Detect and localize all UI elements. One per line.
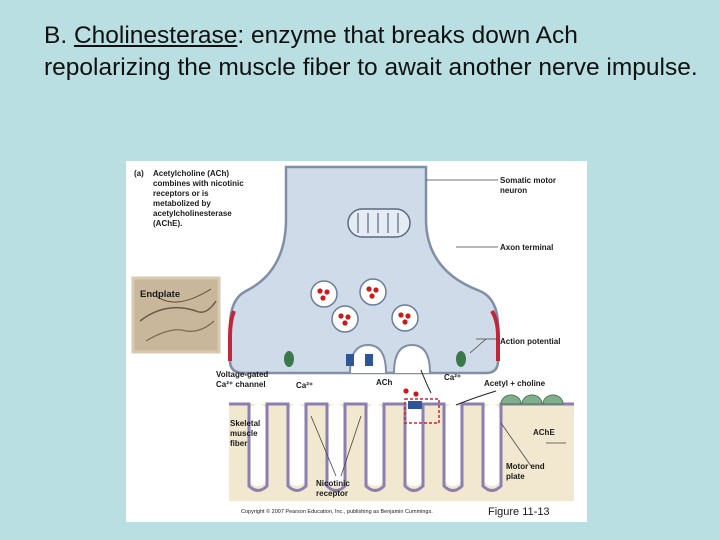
- leader-lines: [310, 179, 566, 477]
- ach-arrow: [420, 369, 432, 394]
- ache-enzymes: [500, 394, 564, 405]
- action-potential-right: [490, 309, 500, 361]
- caption-line-6: (AChE).: [153, 219, 182, 228]
- receptor-highlight: [404, 398, 440, 424]
- axon-terminal: [228, 165, 500, 375]
- caption-line-2: combines with nicotinic: [153, 179, 244, 188]
- label-ache: AChE: [533, 428, 555, 437]
- inset-label: Endplate: [140, 289, 180, 300]
- panel-letter: (a): [134, 169, 144, 178]
- motor-end-plate-membrane: [229, 402, 574, 492]
- synaptic-cleft: [229, 383, 574, 404]
- figure-svg: Endplate (a) Acetylcholine (ACh) combine…: [131, 165, 574, 518]
- label-skeletal-3: fiber: [230, 439, 247, 448]
- label-motor-end-plate-2: plate: [506, 472, 525, 481]
- label-action-potential: Action potential: [500, 337, 560, 346]
- label-somatic-motor-neuron-2: neuron: [500, 186, 527, 195]
- voltage-gated-ca-channels: [284, 351, 466, 367]
- label-motor-end-plate-1: Motor end: [506, 462, 545, 471]
- heading-term: Cholinesterase: [73, 22, 238, 49]
- action-potential-left: [228, 310, 236, 361]
- label-voltage-gated-1: Voltage-gated: [216, 370, 268, 379]
- figure-number: Figure 11-13: [488, 506, 550, 518]
- heading-rest: : enzyme that breaks down Ach repolarizi…: [44, 22, 698, 81]
- caption-line-1: Acetylcholine (ACh): [153, 169, 229, 178]
- caption-line-3: receptors or is: [153, 189, 209, 198]
- label-axon-terminal: Axon terminal: [500, 243, 553, 252]
- slide-heading: B. Cholinesterase: enzyme that breaks do…: [44, 20, 704, 84]
- label-ach: ACh: [376, 378, 393, 387]
- label-voltage-gated-2: Ca²⁺ channel: [216, 380, 266, 389]
- caption-line-5: acetylcholinesterase: [153, 209, 232, 218]
- label-ca-right: Ca²⁺: [444, 373, 461, 382]
- label-skeletal-1: Skeletal: [230, 419, 260, 428]
- exocytosis-right: [393, 343, 431, 374]
- ach-molecules: [317, 286, 419, 397]
- breakdown-arrow: [455, 390, 497, 406]
- label-nicotinic-1: Nicotinic: [316, 479, 350, 488]
- label-acetyl-choline: Acetyl + choline: [484, 379, 546, 388]
- label-skeletal-2: muscle: [230, 429, 258, 438]
- heading-prefix: B.: [44, 22, 74, 49]
- label-somatic-motor-neuron-1: Somatic motor: [500, 176, 556, 185]
- synaptic-vesicles: [310, 278, 419, 333]
- label-ca-left: Ca²⁺: [296, 381, 313, 390]
- endplate-inset: Endplate: [131, 276, 221, 354]
- copyright-text: Copyright © 2007 Pearson Education, Inc.…: [241, 508, 433, 515]
- label-nicotinic-2: receptor: [316, 489, 348, 498]
- mitochondrion: [347, 208, 411, 238]
- nicotinic-receptors: [346, 354, 422, 409]
- neuromuscular-junction-figure: Endplate (a) Acetylcholine (ACh) combine…: [126, 161, 587, 522]
- caption-line-4: metabolized by: [153, 199, 211, 208]
